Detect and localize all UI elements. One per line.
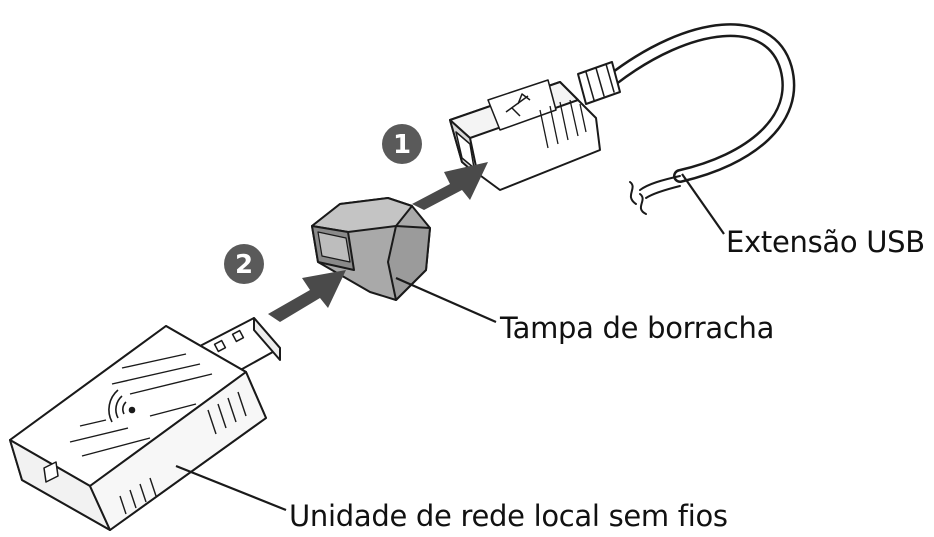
step-number-2: 2: [235, 250, 253, 280]
label-rubber-cap: Tampa de borracha: [500, 311, 775, 345]
arrow-step-1: [412, 162, 488, 210]
arrow-step-2: [268, 270, 346, 322]
leader-wireless-lan-unit: [175, 464, 287, 512]
usb-extension-cable: [577, 23, 796, 215]
leader-rubber-cap: [395, 276, 497, 324]
wireless-lan-unit: [9, 317, 281, 531]
step-badge-1: 1: [382, 124, 422, 164]
leader-usb-extension: [681, 173, 725, 235]
label-usb-extension: Extensão USB: [726, 225, 925, 259]
step-badge-2: 2: [224, 244, 264, 284]
step-number-1: 1: [393, 130, 411, 160]
rubber-cap: [311, 197, 431, 301]
leader-lines: [175, 173, 725, 512]
label-wireless-lan-unit: Unidade de rede local sem fios: [289, 499, 728, 533]
